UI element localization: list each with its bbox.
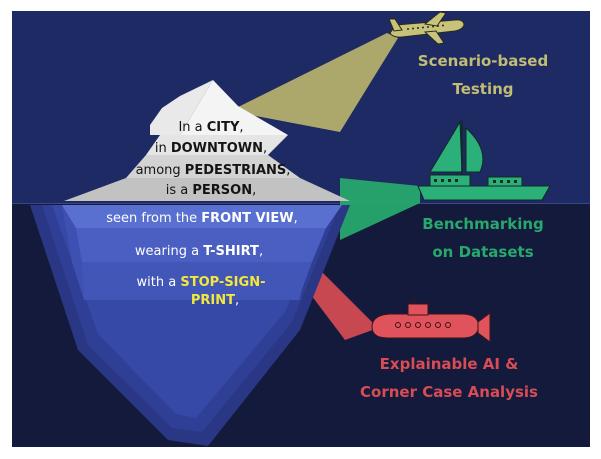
- iceberg-above-water: [64, 80, 350, 201]
- submarine-icon: [371, 298, 491, 343]
- ship-icon: [417, 120, 551, 201]
- benchmark-label-line2: on Datasets: [432, 243, 533, 261]
- scenario-label-line2: Testing: [452, 80, 513, 98]
- iceberg-line-pedestrians: among PEDESTRIANS,: [136, 163, 291, 178]
- benchmark-label-line1: Benchmarking: [422, 215, 544, 233]
- scenario-beam: [230, 33, 398, 132]
- iceberg-line-stop-sign: with a STOP-SIGN-: [137, 275, 266, 290]
- explainable-label-line1: Explainable AI &: [380, 355, 519, 373]
- iceberg-line-t-shirt: wearing a T-SHIRT,: [135, 244, 263, 259]
- airplane-icon: [388, 11, 465, 45]
- iceberg-line-downtown: in DOWNTOWN,: [155, 141, 267, 156]
- iceberg-line-print: PRINT,: [191, 293, 239, 308]
- scenario-label-line1: Scenario-based: [418, 52, 548, 70]
- iceberg-line-front-view: seen from the FRONT VIEW,: [106, 211, 297, 226]
- iceberg-underwater: [30, 205, 350, 446]
- benchmark-beam: [340, 178, 420, 240]
- iceberg-line-city: In a CITY,: [178, 120, 243, 135]
- explainable-label-line2: Corner Case Analysis: [360, 383, 538, 401]
- iceberg-line-person: is a PERSON,: [166, 183, 256, 198]
